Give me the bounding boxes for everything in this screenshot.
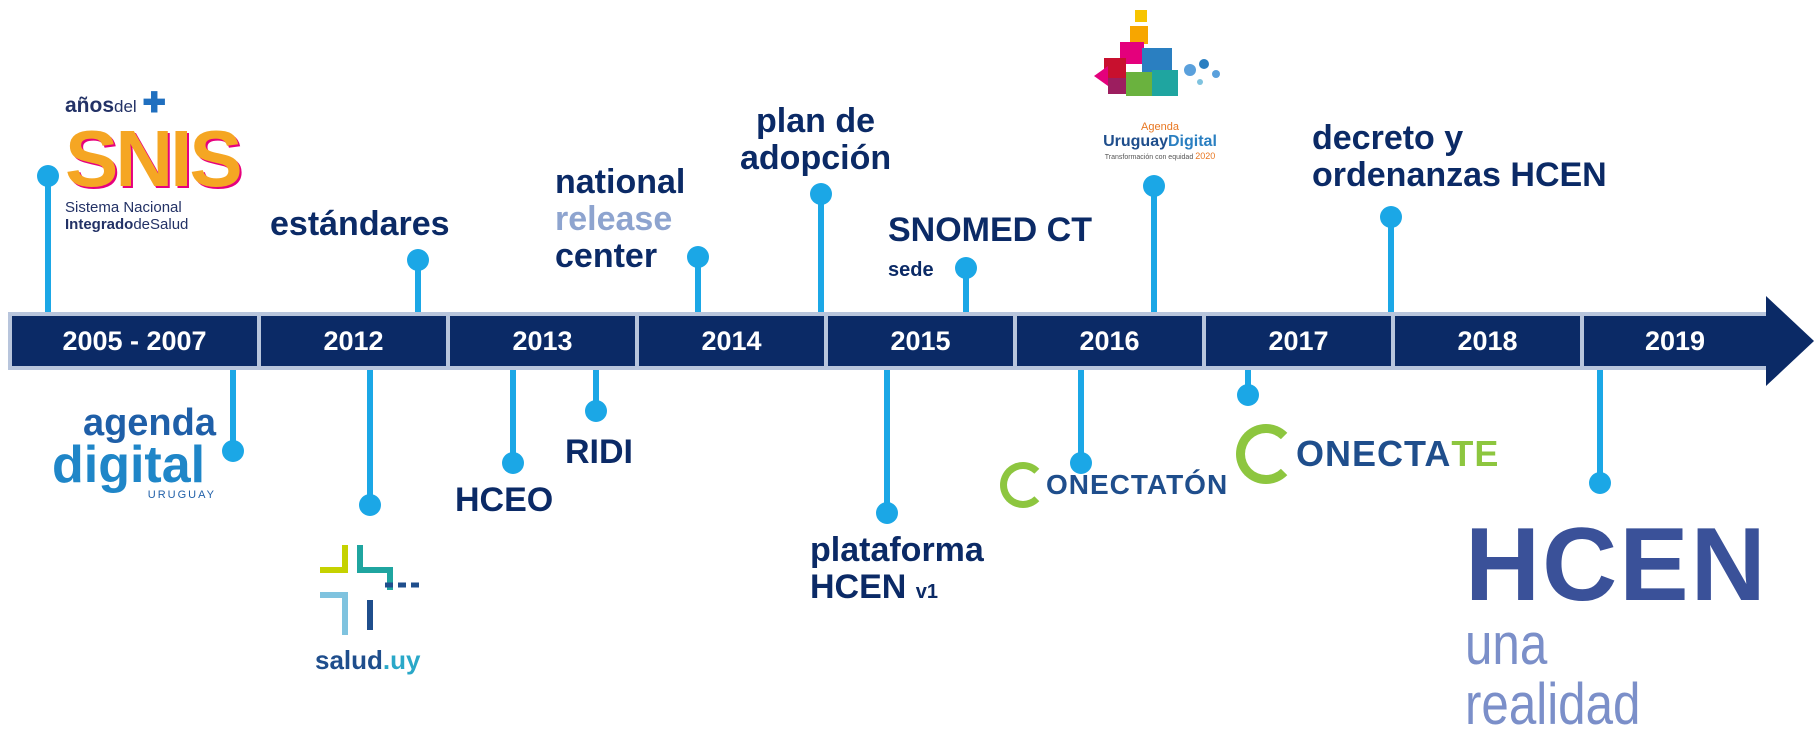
label-national-release-center: national release center	[555, 163, 686, 275]
dot-salud	[359, 494, 381, 516]
label-hceo: HCEO	[455, 481, 554, 519]
timeline-arrow-head	[1766, 296, 1814, 386]
stem-ridi	[593, 370, 599, 410]
label-plataforma-hcen: plataforma HCEN v1	[810, 531, 984, 606]
stem-snomed	[963, 268, 969, 312]
stem-hcen	[1597, 370, 1603, 482]
stem-agenda	[230, 370, 236, 450]
year-2015: 2015	[828, 316, 1013, 366]
dot-snis	[37, 165, 59, 187]
year-2012: 2012	[261, 316, 446, 366]
label-plan-de-adopcion: plan de adopción	[740, 102, 892, 177]
salud-uy-logo: salud.uy	[315, 540, 435, 676]
stem-aud	[1151, 186, 1157, 312]
hcen-una-realidad-logo: HCEN una realidad	[1465, 507, 1768, 737]
dot-nrc	[687, 246, 709, 268]
dot-decreto	[1380, 206, 1402, 228]
salud-cross-icon	[320, 545, 420, 635]
stem-plataforma	[884, 370, 890, 512]
label-estandares: estándares	[270, 205, 450, 243]
dot-aud	[1143, 175, 1165, 197]
dot-conectaton	[1070, 452, 1092, 474]
agenda-digital-logo: agenda digital URUGUAY	[52, 402, 216, 501]
label-ridi: RIDI	[565, 433, 633, 471]
dot-plataforma	[876, 502, 898, 524]
dot-agenda	[222, 440, 244, 462]
agenda-uruguay-digital-logo: Agenda UruguayDigital Transformación con…	[1090, 8, 1230, 161]
snis-logo: añosdel ✚ SNIS Sistema Nacional Integrad…	[65, 87, 243, 233]
label-snomed-sede: sede	[888, 259, 934, 281]
stem-salud	[367, 370, 373, 504]
label-snomed: SNOMED CT	[888, 211, 1092, 249]
year-2018: 2018	[1395, 316, 1580, 366]
stem-conectate	[1245, 370, 1251, 394]
stem-snis	[45, 176, 51, 312]
stem-hceo	[510, 370, 516, 462]
stem-estandares	[415, 260, 421, 312]
stem-conectaton	[1078, 370, 1084, 462]
dot-conectate	[1237, 384, 1259, 406]
colorful-blocks-icon	[1094, 10, 1220, 96]
dot-plan	[810, 183, 832, 205]
timeline-diagram: 2005 - 2007 2012 2013 2014 2015 2016 201…	[8, 8, 1814, 735]
label-decreto: decreto y ordenanzas HCEN	[1312, 119, 1607, 194]
conectaton-logo: ONECTATÓN	[1000, 462, 1228, 508]
dot-hceo	[502, 452, 524, 474]
plus-icon: ✚	[142, 87, 167, 118]
dot-hcen	[1589, 472, 1611, 494]
dot-estandares	[407, 249, 429, 271]
year-2013: 2013	[450, 316, 635, 366]
year-2014: 2014	[639, 316, 824, 366]
year-2016: 2016	[1017, 316, 1202, 366]
year-2005-2007: 2005 - 2007	[12, 316, 257, 366]
dot-ridi	[585, 400, 607, 422]
year-2017: 2017	[1206, 316, 1391, 366]
conectaton-c-icon	[1000, 462, 1046, 508]
year-2019: 2019	[1584, 316, 1766, 366]
conectate-c-icon	[1236, 424, 1296, 484]
stem-plan	[818, 194, 824, 312]
stem-nrc	[695, 257, 701, 312]
stem-decreto	[1388, 217, 1394, 312]
dot-snomed	[955, 257, 977, 279]
timeline-bar: 2005 - 2007 2012 2013 2014 2015 2016 201…	[8, 312, 1770, 370]
